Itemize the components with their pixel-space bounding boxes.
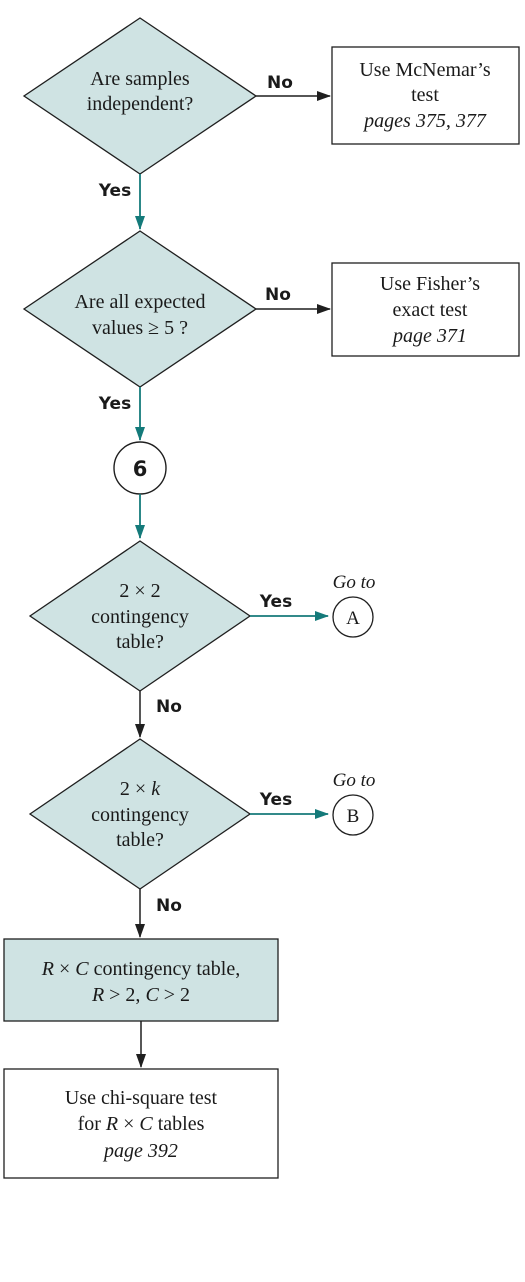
connector-6: 6 [113,441,167,495]
result-text-line: for R × C tables [78,1113,205,1135]
variable-k: k [151,778,161,800]
rxc-table-box: R × C contingency table, R > 2, C > 2 [3,938,279,1022]
no-label: No [265,285,291,305]
result-box-shape [331,46,520,145]
result-box-shape [3,1068,279,1179]
decision-2xk-table: 2 × k contingency table? [28,738,252,890]
result-text-line: exact test [393,299,468,321]
result-box-shape [331,262,520,357]
result-text-line: Use chi-square test [65,1087,218,1109]
decision-text-line: values ≥ 5 ? [92,317,188,339]
box-text-line: R × C contingency table, [41,958,240,980]
variable-c: C [139,1113,153,1135]
decision-text-line: table? [116,829,164,851]
result-text-line: Use McNemar’s [359,59,490,81]
text-part: × [54,958,75,980]
no-label: No [156,697,182,717]
result-fisher-box: Use Fisher’s exact test page 371 [331,262,520,357]
text-part: contingency table, [89,958,241,980]
decision-text-line: Are samples [90,68,190,90]
text-part: for [78,1113,106,1135]
text-part: tables [153,1113,205,1135]
page-reference: page 371 [391,325,467,347]
variable-c: C [75,958,89,980]
variable-c: C [145,984,159,1006]
goto-b[interactable]: Go to B [332,770,376,836]
text-part: > 2, [104,984,145,1006]
box-text-line: R > 2, C > 2 [91,984,190,1006]
yes-label: Yes [98,181,131,201]
result-chi-square-box: Use chi-square test for R × C tables pag… [3,1068,279,1179]
goto-a[interactable]: Go to A [332,572,376,638]
decision-text-line: 2 × 2 [119,580,160,602]
connector-a-label: A [346,608,360,629]
shaded-box-shape [3,938,279,1022]
goto-label: Go to [333,572,376,593]
yes-label: Yes [98,394,131,414]
decision-text-line: 2 × k [120,778,161,800]
text-part: > 2 [159,984,190,1006]
no-label: No [156,896,182,916]
variable-r: R [105,1113,118,1135]
connector-a-circle [332,596,374,638]
text-part: × [118,1113,139,1135]
decision-text-line: contingency [91,804,189,826]
page-reference: pages 375, 377 [362,110,487,132]
connector-b-circle [332,794,374,836]
goto-label: Go to [333,770,376,791]
decision-text-line: contingency [91,606,189,628]
decision-samples-independent: Are samples independent? [22,17,258,175]
decision-expected-values: Are all expected values ≥ 5 ? [22,230,258,388]
result-mcnemar-box: Use McNemar’s test pages 375, 377 [331,46,520,145]
result-text-line: test [411,84,439,106]
decision-text-line: independent? [87,93,194,115]
text-part: 2 × [120,778,151,800]
page-reference: page 392 [102,1140,178,1162]
connector-label: 6 [133,457,148,481]
yes-label: Yes [259,592,292,612]
decision-text-line: Are all expected [74,291,205,313]
yes-label: Yes [259,790,292,810]
decision-2x2-table: 2 × 2 contingency table? [28,540,252,692]
variable-r: R [41,958,54,980]
variable-r: R [91,984,104,1006]
connector-b-label: B [347,806,360,827]
no-label: No [267,73,293,93]
result-text-line: Use Fisher’s [380,273,480,295]
decision-text-line: table? [116,631,164,653]
